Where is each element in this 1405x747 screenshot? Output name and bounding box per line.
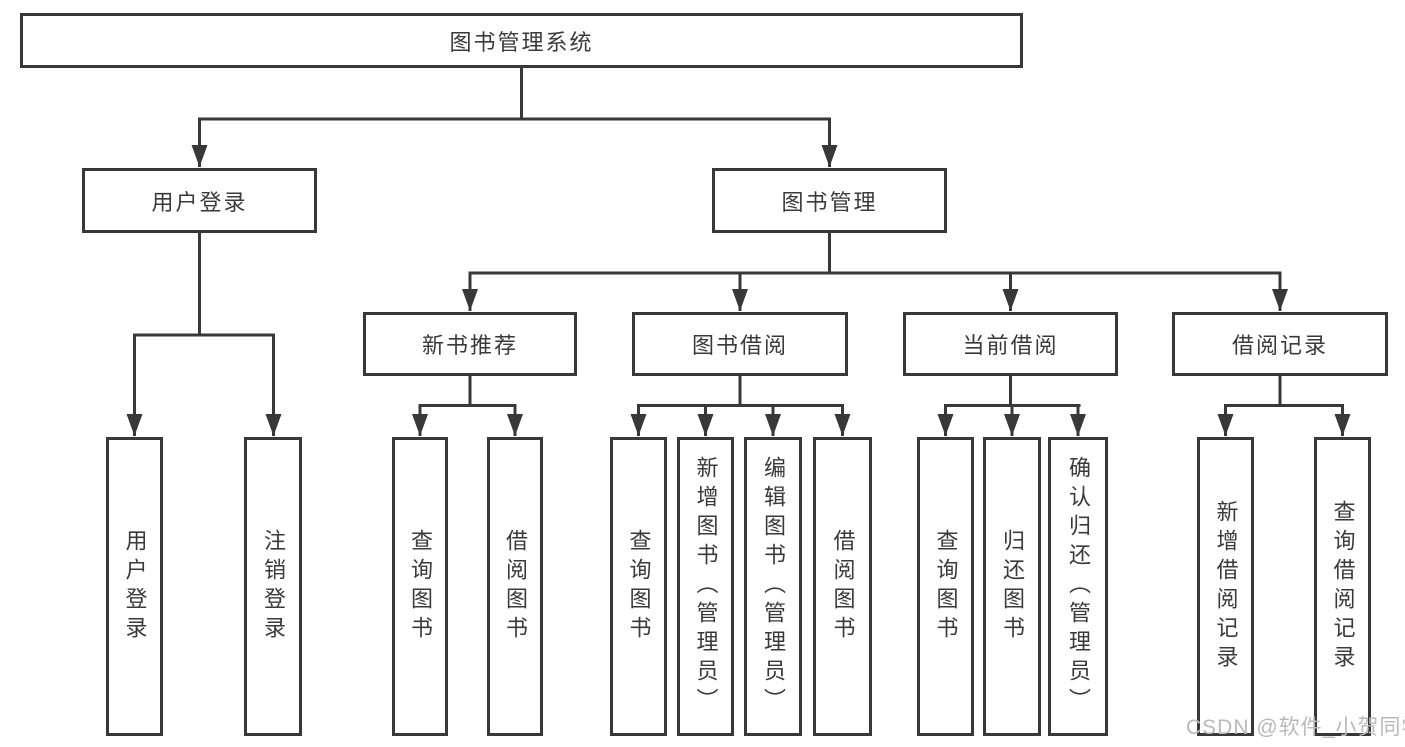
connector-new-book-recommend-children <box>412 374 523 436</box>
connector-user-login-children <box>126 231 282 436</box>
leaf-query-books-3: 查询图书 <box>917 437 974 736</box>
node-book-borrow-label: 图书借阅 <box>691 333 788 358</box>
node-root-label: 图书管理系统 <box>449 29 594 55</box>
leaf-borrow-books-2: 借阅图书 <box>813 437 872 736</box>
leaf-query-borrow-record: 查询借阅记录 <box>1314 437 1371 736</box>
leaf-user-login-label: 用户登录 <box>122 528 148 645</box>
leaf-query-books-2: 查询图书 <box>610 437 667 736</box>
node-current-borrow-label: 当前借阅 <box>962 333 1059 358</box>
leaf-borrow-books-2-label: 借阅图书 <box>830 528 856 645</box>
node-book-management-label: 图书管理 <box>781 189 878 215</box>
leaf-confirm-return-admin-label: 确认归还（管理员） <box>1066 456 1091 717</box>
node-new-book-recommend: 新书推荐 <box>363 312 577 376</box>
leaf-logout: 注销登录 <box>244 437 302 736</box>
connector-borrow-records-children <box>1217 374 1351 436</box>
leaf-logout-label: 注销登录 <box>261 528 286 645</box>
leaf-return-book: 归还图书 <box>983 437 1041 736</box>
leaf-add-book-admin-label: 新增图书（管理员） <box>693 456 719 717</box>
leaf-user-login: 用户登录 <box>106 437 163 736</box>
leaf-edit-book-admin-label: 编辑图书（管理员） <box>761 456 786 717</box>
connector-book-management-children <box>462 231 1288 311</box>
leaf-confirm-return-admin: 确认归还（管理员） <box>1048 437 1108 736</box>
leaf-borrow-books-1: 借阅图书 <box>487 437 543 736</box>
leaf-query-books-2-label: 查询图书 <box>626 528 652 645</box>
watermark: CSDN @软件_小贺同学 <box>1186 716 1405 739</box>
leaf-borrow-books-1-label: 借阅图书 <box>503 528 528 645</box>
leaf-add-borrow-record: 新增借阅记录 <box>1197 437 1254 736</box>
connector-book-borrow-children <box>630 374 851 436</box>
node-user-login-label: 用户登录 <box>151 189 248 215</box>
leaf-add-book-admin: 新增图书（管理员） <box>677 437 734 736</box>
leaf-query-books-1-label: 查询图书 <box>408 528 433 645</box>
leaf-query-borrow-record-label: 查询借阅记录 <box>1330 499 1356 674</box>
node-book-management: 图书管理 <box>712 168 947 233</box>
leaf-query-books-1: 查询图书 <box>392 437 448 736</box>
leaf-edit-book-admin: 编辑图书（管理员） <box>744 437 802 736</box>
connector-root-to-level2 <box>191 68 838 167</box>
node-borrow-records: 借阅记录 <box>1172 312 1388 376</box>
leaf-query-books-3-label: 查询图书 <box>933 528 959 645</box>
node-new-book-recommend-label: 新书推荐 <box>421 333 518 358</box>
node-user-login: 用户登录 <box>82 168 317 233</box>
node-borrow-records-label: 借阅记录 <box>1231 333 1328 358</box>
leaf-add-borrow-record-label: 新增借阅记录 <box>1213 499 1239 674</box>
node-root: 图书管理系统 <box>20 13 1023 68</box>
leaf-return-book-label: 归还图书 <box>1000 528 1025 645</box>
node-book-borrow: 图书借阅 <box>632 312 848 376</box>
connector-current-borrow-children <box>937 374 1086 436</box>
node-current-borrow: 当前借阅 <box>903 312 1118 376</box>
